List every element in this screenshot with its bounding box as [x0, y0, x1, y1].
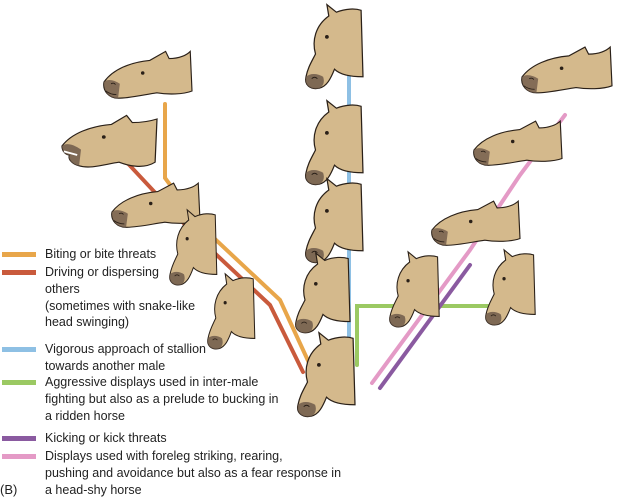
horse-head	[473, 120, 563, 166]
legend-label: fighting but also as a prelude to buckin…	[45, 391, 279, 406]
horse-head-neutral	[297, 331, 356, 418]
horse-head	[305, 99, 364, 186]
legend-swatch	[2, 380, 36, 385]
horse-heads	[61, 3, 613, 418]
legend-label: pushing and avoidance but also as a fear…	[45, 465, 342, 480]
horse-head	[111, 182, 201, 228]
legend-swatch	[2, 454, 36, 459]
legend-label: Biting or bite threats	[45, 247, 157, 261]
legend-label: Kicking or kick threats	[45, 431, 167, 445]
panel-label: (B)	[0, 482, 18, 497]
legend-label: (sometimes with snake-like	[45, 298, 196, 313]
legend-label: Aggressive displays used in inter-male	[45, 375, 259, 389]
horse-head	[485, 249, 536, 326]
legend-label: Driving or dispersing	[45, 265, 159, 279]
horse-head	[431, 200, 521, 246]
legend-label: Displays used with foreleg striking, rea…	[45, 449, 283, 463]
legend-label: a ridden horse	[45, 408, 125, 423]
legend-label: Vigorous approach of stallion	[45, 342, 206, 356]
horse-head	[521, 46, 613, 94]
horse-head-bite-threat	[61, 114, 158, 168]
legend-label: others	[45, 281, 80, 296]
legend-label: towards another male	[45, 358, 166, 373]
kicking-path	[378, 263, 472, 390]
legend-swatch	[2, 436, 36, 441]
legend-label: head swinging)	[45, 315, 130, 330]
horse-head	[305, 3, 364, 90]
legend-label: a head-shy horse	[45, 482, 142, 497]
aggressive-path	[355, 304, 492, 367]
horse-head	[103, 50, 193, 99]
horse-head	[207, 273, 256, 350]
horse-head	[389, 251, 440, 328]
horse-head	[305, 177, 364, 264]
legend-swatch	[2, 347, 36, 352]
legend-swatch	[2, 252, 36, 257]
legend-swatch	[2, 270, 36, 275]
horse-head	[295, 252, 351, 334]
